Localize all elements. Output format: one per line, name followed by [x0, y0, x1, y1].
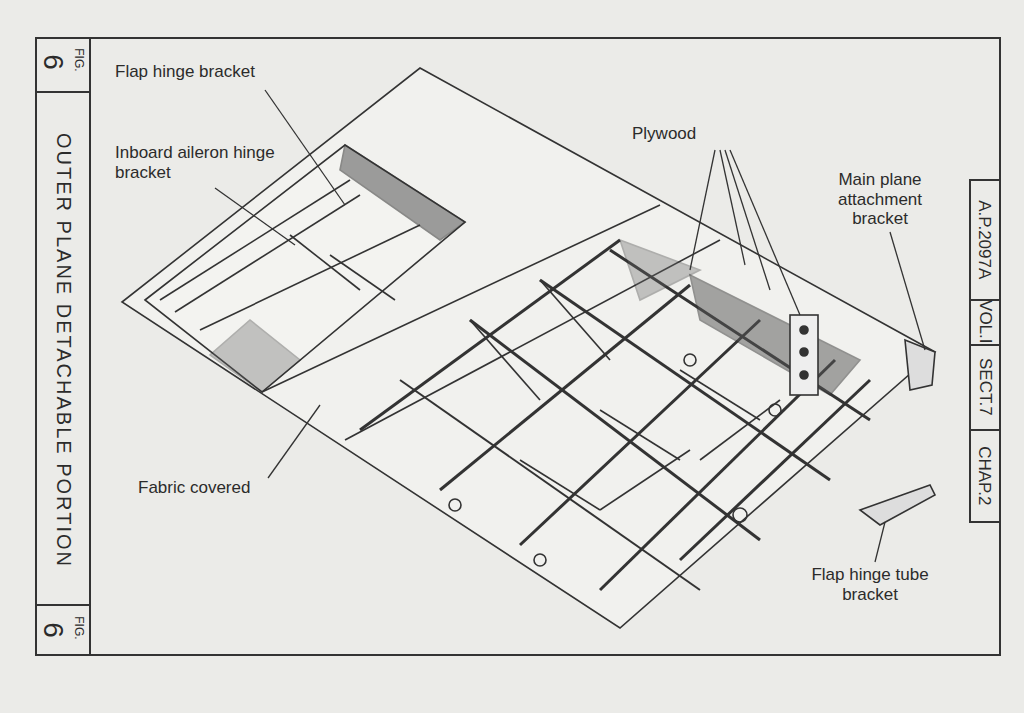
figure-title: OUTER PLANE DETACHABLE PORTION — [52, 133, 75, 568]
part-label: Plywood — [632, 124, 742, 144]
leader-lines — [215, 90, 925, 562]
frame — [36, 38, 1000, 655]
reference-cell: CHAP.2 — [975, 446, 995, 505]
reference-cell: VOL.I — [975, 300, 995, 343]
part-label: Fabric covered — [138, 478, 298, 498]
part-label: Inboard aileron hinge bracket — [115, 143, 275, 182]
reference-cell: SECT.7 — [975, 358, 995, 416]
figure-label: FIG. — [71, 48, 85, 71]
part-label: Flap hinge bracket — [115, 62, 345, 82]
figure-label: FIG. — [71, 616, 85, 639]
part-label: Main plane attachment bracket — [815, 170, 945, 229]
reference-cell: A.P.2097A — [975, 200, 995, 279]
figure-number: 6 — [37, 54, 69, 70]
figure-number: 6 — [37, 622, 69, 638]
part-label: Flap hinge tube bracket — [795, 565, 945, 604]
